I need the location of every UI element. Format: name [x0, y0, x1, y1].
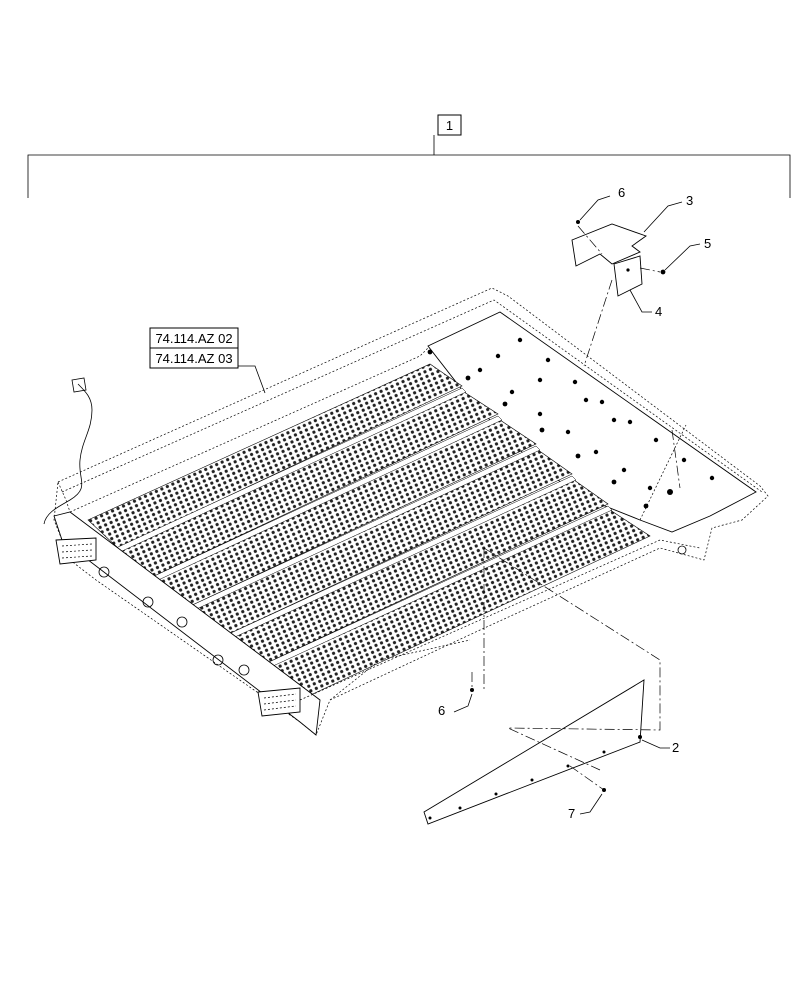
step-pad-left — [55, 537, 97, 565]
front-brace — [329, 639, 471, 701]
left-end — [57, 481, 71, 513]
mesh-panel-1 — [87, 363, 463, 549]
callout-leaders — [453, 195, 701, 815]
callout-7: 7 — [568, 806, 575, 821]
back-rail-lower — [69, 345, 431, 513]
wiring-harness — [43, 383, 93, 525]
bolt-part-6-bottom — [470, 688, 474, 692]
mesh-panels — [87, 363, 651, 701]
assembly-callout-box — [437, 114, 462, 136]
callout-2: 2 — [672, 740, 679, 755]
plate-bolts — [427, 337, 715, 509]
back-rail-inner — [61, 299, 763, 493]
bolt-part-6-top — [576, 220, 580, 224]
assembly-callout-label: 1 — [446, 118, 453, 133]
assembly-line-right — [671, 429, 681, 489]
reference-label-1: 74.114.AZ 02 — [155, 331, 232, 346]
reference-labels: 74.114.AZ 02 74.114.AZ 03 — [149, 327, 266, 394]
deflector-part-2 — [423, 679, 645, 825]
nut-part-5 — [660, 269, 666, 275]
assembly-bracket: 1 — [27, 114, 791, 198]
callout-6-top: 6 — [618, 185, 625, 200]
harness-connector — [71, 377, 87, 393]
callout-3: 3 — [686, 193, 693, 208]
reference-box-2 — [149, 347, 239, 369]
reference-label-2: 74.114.AZ 03 — [155, 351, 232, 366]
callout-numbers: 6 3 5 4 6 2 7 — [438, 185, 711, 821]
reference-leader — [238, 365, 266, 394]
fittings — [98, 545, 687, 676]
step-pad-right — [257, 687, 301, 717]
callout-6-bottom: 6 — [438, 703, 445, 718]
bracket-part-3 — [571, 223, 647, 267]
front-lower-edge — [299, 539, 701, 701]
divider-slats — [115, 387, 613, 673]
callout-4: 4 — [655, 304, 662, 319]
callout-5: 5 — [704, 236, 711, 251]
sieve-frame-assembly — [43, 287, 769, 736]
assembly-line-bottom — [483, 547, 661, 791]
assembly-line-top — [577, 225, 661, 367]
plate-edge — [639, 424, 687, 521]
plate-part-4 — [613, 255, 643, 297]
bracket-line — [27, 135, 791, 198]
